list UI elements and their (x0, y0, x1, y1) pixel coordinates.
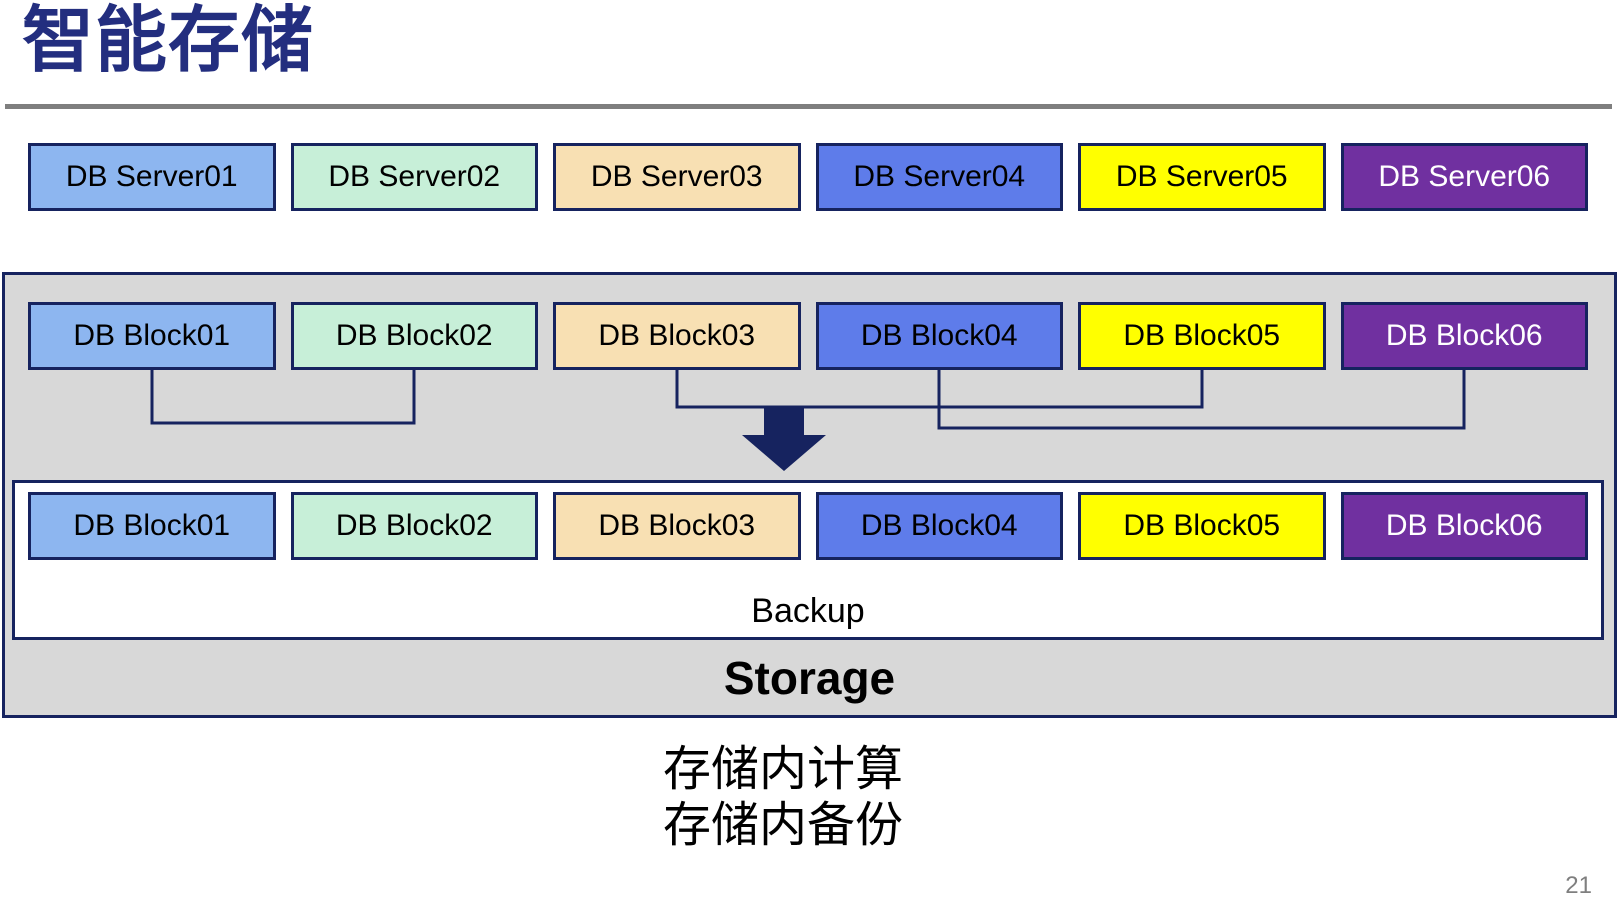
db-block-box: DB Block06 (1340, 492, 1588, 560)
db-block-box: DB Block03 (553, 492, 801, 560)
server-row: DB Server01 DB Server02 DB Server03 DB S… (28, 143, 1588, 211)
db-block-box: DB Block05 (1078, 492, 1326, 560)
caption-line: 存储内计算 (662, 743, 903, 796)
db-server-box: DB Server04 (815, 143, 1063, 211)
db-server-box: DB Server02 (290, 143, 538, 211)
block-row-bottom: DB Block01 DB Block02 DB Block03 DB Bloc… (28, 492, 1588, 560)
backup-label: Backup (751, 592, 865, 630)
db-block-box: DB Block02 (290, 302, 538, 370)
db-server-box: DB Server01 (28, 143, 276, 211)
db-block-box: DB Block02 (290, 492, 538, 560)
caption-line: 存储内备份 (662, 799, 903, 853)
db-block-box: DB Block03 (553, 302, 801, 370)
db-block-box: DB Block05 (1078, 302, 1326, 370)
title-divider (5, 104, 1612, 109)
db-block-box: DB Block04 (815, 302, 1063, 370)
connector-lines (150, 369, 1466, 471)
db-block-box: DB Block01 (28, 302, 276, 370)
backup-zone: DB Block01 DB Block02 DB Block03 DB Bloc… (12, 480, 1604, 640)
page-title: 智能存储 (22, 1, 315, 81)
db-server-box: DB Server03 (553, 143, 801, 211)
caption: 存储内计算 存储内备份 (0, 742, 1620, 854)
db-block-box: DB Block01 (28, 492, 276, 560)
block-row-top: DB Block01 DB Block02 DB Block03 DB Bloc… (28, 302, 1588, 370)
down-arrow-icon (742, 408, 826, 471)
db-server-box: DB Server06 (1340, 143, 1588, 211)
db-server-box: DB Server05 (1078, 143, 1326, 211)
db-block-box: DB Block06 (1340, 302, 1588, 370)
connector-block04-block06 (937, 369, 1466, 430)
storage-label: Storage (723, 651, 896, 704)
storage-container: DB Block01 DB Block02 DB Block03 DB Bloc… (2, 272, 1617, 718)
page-number: 21 (1565, 872, 1592, 899)
db-block-box: DB Block04 (815, 492, 1063, 560)
connector-block01-block02 (150, 369, 416, 425)
